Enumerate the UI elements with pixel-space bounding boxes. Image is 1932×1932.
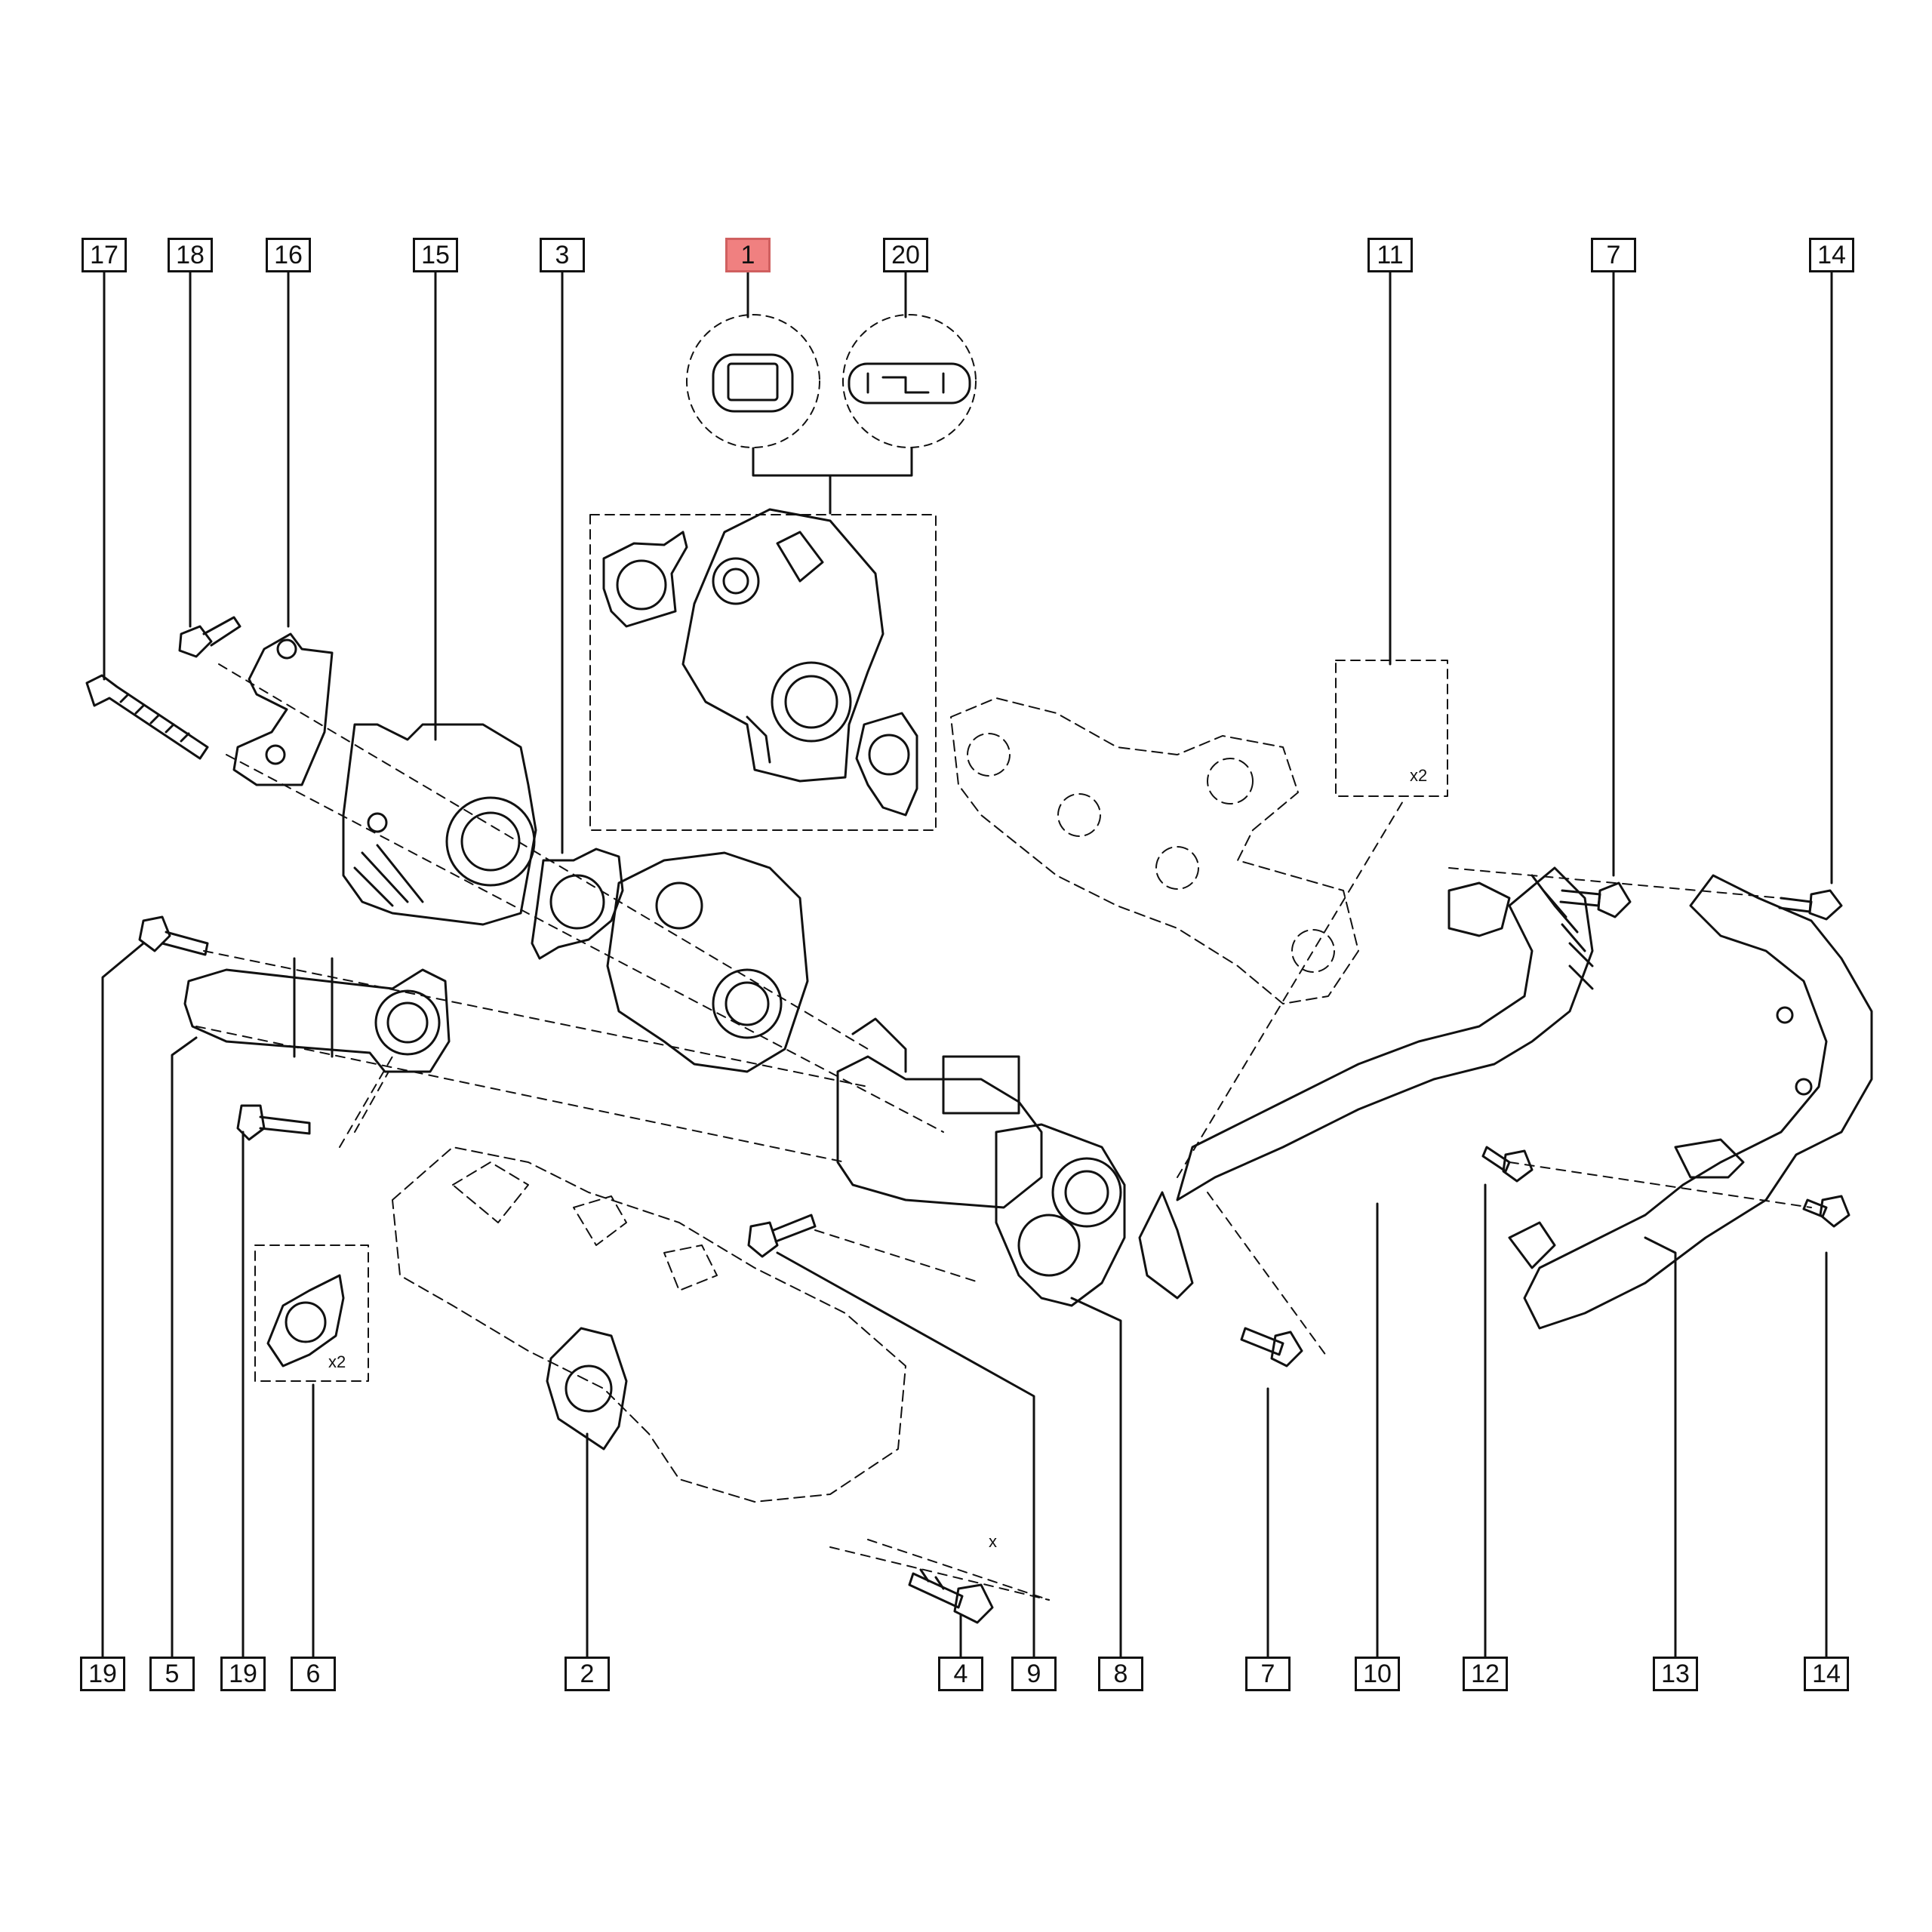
gasket-part-3 <box>531 848 624 960</box>
gasket-6-quantity: x2 <box>328 1352 346 1371</box>
callout-10[interactable]: 10 <box>1355 1657 1400 1691</box>
callout-6[interactable]: 6 <box>291 1657 336 1691</box>
gasket-part-2 <box>546 1327 628 1451</box>
callout-11[interactable]: 11 <box>1367 238 1413 272</box>
callout-12[interactable]: 12 <box>1463 1657 1508 1691</box>
exhaust-manifold <box>950 697 1359 1004</box>
gasket-part-6 <box>266 1274 345 1367</box>
callout-8[interactable]: 8 <box>1098 1657 1143 1691</box>
callout-13[interactable]: 13 <box>1653 1657 1698 1691</box>
bolt-part-18 <box>178 616 242 658</box>
pipe-part-10 <box>1138 866 1594 1300</box>
bolt-part-17 <box>85 674 209 760</box>
bracket-part-16 <box>232 632 334 786</box>
egr-valve-part-1 <box>602 508 918 817</box>
bolt-part-19-lower <box>236 1104 311 1141</box>
detail-callouts <box>686 314 977 448</box>
intake-manifold-part-2 <box>392 1146 906 1503</box>
callout-4[interactable]: 4 <box>938 1657 983 1691</box>
callout-14-bottom[interactable]: 14 <box>1804 1657 1849 1691</box>
bolt-part-14-lower <box>1802 1195 1850 1228</box>
pipe-part-5 <box>183 957 451 1073</box>
bolt-part-14-upper <box>1778 889 1843 921</box>
callout-1-selected[interactable]: 1 <box>725 238 771 272</box>
callout-5[interactable]: 5 <box>149 1657 195 1691</box>
bolt-part-7-upper <box>1559 881 1632 918</box>
heat-shield-part-13 <box>1508 874 1873 1330</box>
callout-14-top[interactable]: 14 <box>1809 238 1854 272</box>
egr-cooler-part-9 <box>836 1017 1043 1209</box>
leader-lines-bottom <box>101 942 1828 1658</box>
callout-20[interactable]: 20 <box>883 238 928 272</box>
assembly-guide-lines <box>195 663 1812 1601</box>
dimension-x-label: x <box>989 1532 997 1551</box>
callout-7-bottom[interactable]: 7 <box>1245 1657 1291 1691</box>
callout-7-top[interactable]: 7 <box>1591 238 1636 272</box>
callout-19-right[interactable]: 19 <box>220 1657 266 1691</box>
bolt-part-4 <box>908 1568 994 1624</box>
callout-2[interactable]: 2 <box>565 1657 610 1691</box>
connector-details <box>712 353 971 413</box>
bolt-part-19-upper <box>138 915 209 956</box>
leader-lines-top <box>103 271 1833 884</box>
bolt-part-9-bolt <box>747 1214 817 1258</box>
callout-9[interactable]: 9 <box>1011 1657 1057 1691</box>
callout-3[interactable]: 3 <box>540 238 585 272</box>
callout-19-left[interactable]: 19 <box>80 1657 125 1691</box>
callout-18[interactable]: 18 <box>168 238 213 272</box>
bolt-part-7-lower <box>1240 1327 1303 1367</box>
bolt-part-12 <box>1481 1146 1534 1183</box>
egr-valve-assembly-box <box>254 514 1448 1382</box>
callout-17[interactable]: 17 <box>82 238 127 272</box>
gasket-11-quantity: x2 <box>1410 766 1428 785</box>
callout-15[interactable]: 15 <box>413 238 458 272</box>
egr-valve-part-8 <box>995 1123 1126 1307</box>
callout-16[interactable]: 16 <box>266 238 311 272</box>
egr-valve-body-lower <box>606 851 809 1073</box>
